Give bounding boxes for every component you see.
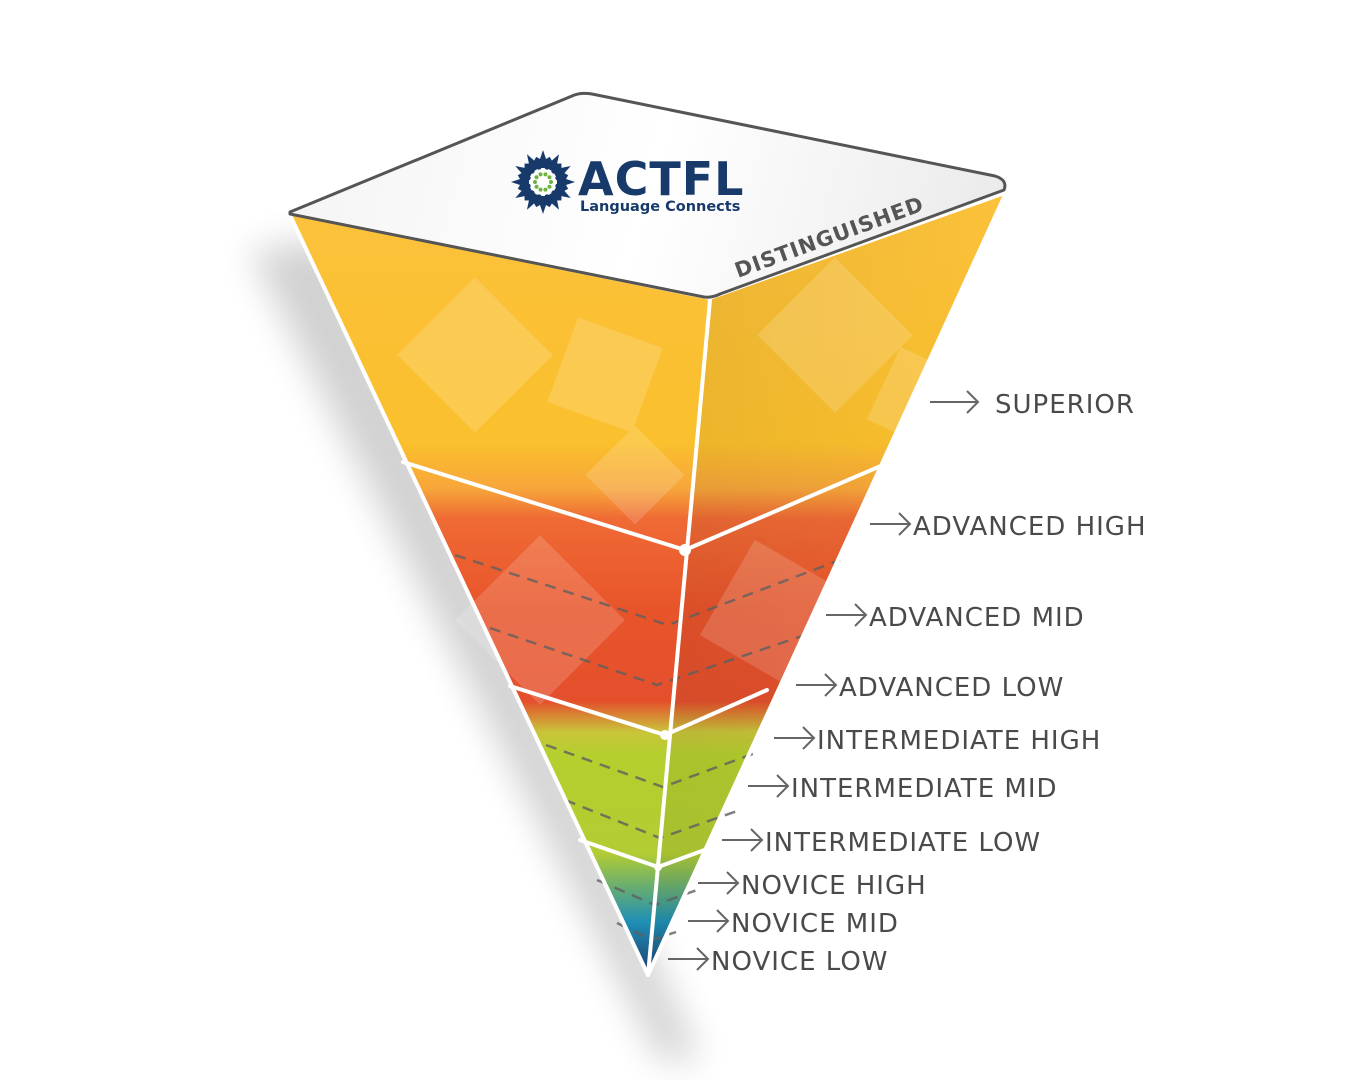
logo-dot bbox=[543, 172, 548, 177]
level-arrow-icon bbox=[826, 603, 868, 627]
pyramid-shadow bbox=[250, 240, 700, 1060]
level-arrow-icon bbox=[688, 909, 730, 933]
logo-dot bbox=[547, 184, 552, 189]
logo-dot bbox=[547, 175, 552, 180]
logo-dot bbox=[543, 187, 548, 192]
logo-dot bbox=[534, 175, 539, 180]
level-label-advanced-high: ADVANCED HIGH bbox=[913, 512, 1147, 542]
level-arrow-icon bbox=[774, 726, 816, 750]
logo-petal bbox=[531, 156, 545, 171]
star-pattern-overlay bbox=[397, 257, 974, 705]
pyramid-edges bbox=[288, 193, 1007, 977]
logo-petal bbox=[524, 163, 535, 174]
level-label-novice-high: NOVICE HIGH bbox=[741, 871, 927, 901]
logo-dot bbox=[549, 180, 553, 184]
level-arrow-icon bbox=[796, 673, 838, 697]
logo-dot bbox=[533, 180, 537, 184]
logo-dot bbox=[538, 172, 543, 177]
logo-dot bbox=[534, 184, 539, 189]
actfl-logo-icon bbox=[511, 150, 575, 214]
level-labels: SUPERIOR ADVANCED HIGH ADVANCED MID ADVANCE… bbox=[668, 390, 1147, 977]
logo-tagline: Language Connects bbox=[580, 199, 740, 215]
level-arrow-icon bbox=[748, 774, 790, 798]
pyramid-left-face bbox=[290, 215, 710, 975]
logo-petal bbox=[551, 190, 562, 201]
logo-title: ACTFL bbox=[578, 152, 744, 206]
level-arrow-icon bbox=[722, 828, 764, 852]
level-label-intermediate-low: INTERMEDIATE LOW bbox=[765, 828, 1041, 858]
level-label-advanced-mid: ADVANCED MID bbox=[869, 603, 1085, 633]
level-label-novice-low: NOVICE LOW bbox=[711, 947, 889, 977]
level-label-novice-mid: NOVICE MID bbox=[731, 909, 899, 939]
level-label-intermediate-high: INTERMEDIATE HIGH bbox=[817, 726, 1101, 756]
level-label-intermediate-mid: INTERMEDIATE MID bbox=[791, 774, 1058, 804]
level-arrow-icon bbox=[870, 512, 912, 536]
level-label-superior: SUPERIOR bbox=[995, 390, 1135, 420]
level-arrow-icon bbox=[668, 947, 710, 971]
level-label-advanced-low: ADVANCED LOW bbox=[839, 673, 1064, 703]
level-arrow-icon bbox=[930, 390, 980, 414]
logo-dot bbox=[538, 187, 543, 192]
level-arrow-icon bbox=[698, 871, 740, 895]
pyramid-top-face bbox=[288, 91, 1007, 299]
